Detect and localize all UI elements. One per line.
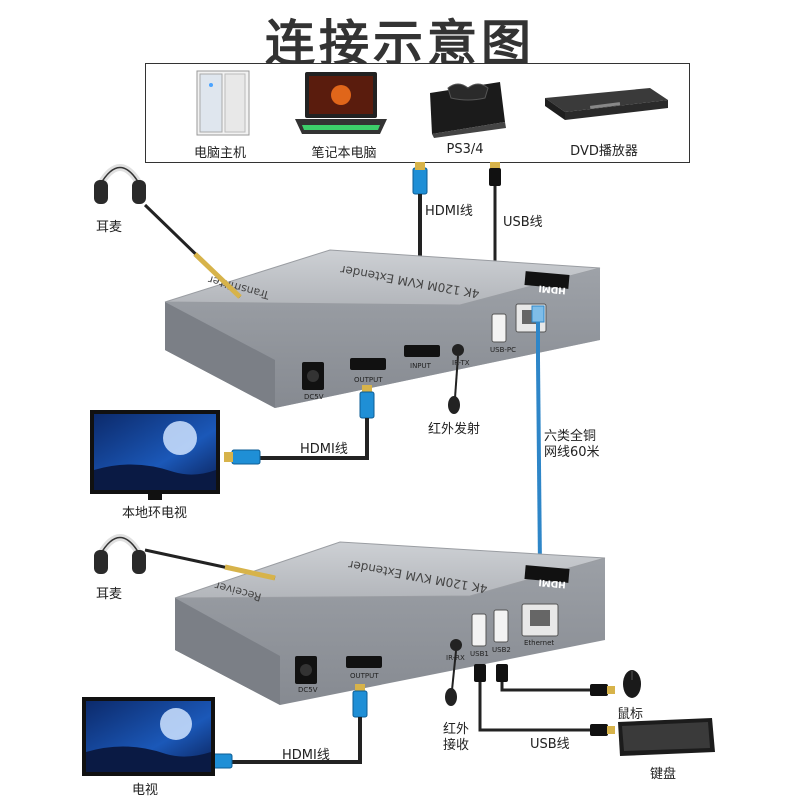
ir-rx-label-1: 红外 (443, 722, 470, 737)
tx-port-dc: DC5V (304, 393, 324, 401)
ir-tx-label: 红外发射 (428, 422, 481, 437)
dvd-player-icon (545, 88, 668, 120)
headset-bottom-label: 耳麦 (96, 587, 123, 602)
pc-tower-icon (196, 70, 250, 136)
rx-port-dc: DC5V (298, 686, 318, 694)
network-label-2: 网线60米 (544, 445, 600, 460)
rx-port-usb2: USB2 (492, 646, 511, 654)
tv-icon (82, 697, 215, 776)
mouse-icon (623, 670, 641, 698)
source-ps-label: PS3/4 (446, 142, 484, 157)
hdmi-cable-top-label: HDMI线 (425, 204, 473, 219)
ir-receiver-icon (445, 650, 457, 706)
source-dvd-label: DVD播放器 (570, 144, 638, 159)
hdmi-cable-mid (224, 385, 375, 465)
usb-cable-top-label: USB线 (503, 215, 543, 230)
source-laptop-label: 笔记本电脑 (311, 146, 377, 161)
rx-port-eth: Ethernet (524, 639, 554, 647)
headset-bottom-icon (94, 534, 146, 574)
laptop-icon (295, 72, 387, 134)
rx-port-output: OUTPUT (350, 672, 379, 680)
tx-port-output: OUTPUT (354, 376, 383, 384)
usb-cable-mouse (496, 664, 615, 696)
headset-bottom-cable (144, 548, 276, 581)
ir-transmitter-icon (448, 355, 460, 414)
mouse-label: 鼠标 (617, 707, 644, 722)
keyboard-icon (618, 718, 715, 756)
tx-port-usb: USB-PC (490, 346, 516, 354)
ps-console-icon (430, 82, 506, 138)
tx-port-ir: IR-TX (452, 359, 470, 367)
local-tv-icon (90, 410, 220, 500)
headset-top-icon (94, 164, 146, 204)
ir-rx-label-2: 接收 (443, 738, 470, 753)
local-tv-label: 本地环电视 (122, 506, 188, 521)
receiver-device (174, 541, 606, 705)
keyboard-label: 键盘 (650, 767, 677, 782)
network-label-1: 六类全铜 (544, 429, 597, 444)
hdmi-cable-mid-label: HDMI线 (300, 442, 348, 457)
tx-port-input: INPUT (410, 362, 432, 370)
transmitter-device (164, 249, 601, 408)
transmitter-brand: HDMI (538, 283, 566, 295)
headset-top-label: 耳麦 (96, 220, 123, 235)
tv-label: 电视 (132, 783, 159, 798)
rx-port-usb1: USB1 (470, 650, 489, 658)
hdmi-cable-bottom-label: HDMI线 (282, 748, 330, 763)
receiver-brand: HDMI (538, 577, 566, 589)
headset-top-cable (143, 203, 242, 299)
usb-cable-bottom-label: USB线 (530, 737, 570, 752)
source-pc-label: 电脑主机 (193, 146, 247, 161)
usb-cable-keyboard (474, 664, 615, 736)
